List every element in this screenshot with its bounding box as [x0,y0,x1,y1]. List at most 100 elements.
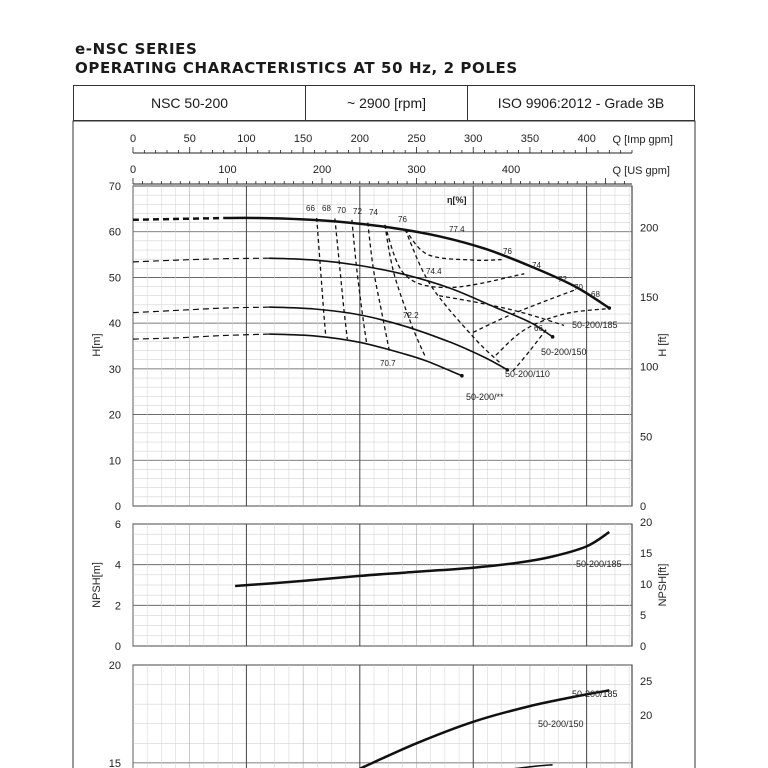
us-gpm-tick-label: 300 [407,164,425,176]
head-curve-label: 50-200/150 [541,347,587,357]
head-ft-tick-label: 150 [640,292,658,304]
npsh-ft-tick-label: 5 [640,610,646,622]
lower-ft-tick-label: 20 [640,710,652,722]
head-curve-0-dashed [132,216,224,222]
us-gpm-axis-label: Q [US gpm] [613,165,670,177]
imp-gpm-tick-label: 150 [294,133,312,145]
efficiency-curve-label: 68 [591,290,600,299]
npsh-ft-tick-label: 15 [640,548,652,560]
npsh-curve [235,531,610,588]
us-gpm-tick-label: 100 [218,164,236,176]
us-gpm-tick-label: 0 [130,164,136,176]
head-tick-label: 50 [109,272,121,284]
head-ft-tick-label: 100 [640,362,658,374]
npsh-ft-tick-label: 20 [640,517,652,529]
head-curve-end-point [460,373,464,378]
imp-gpm-tick-label: 50 [184,133,196,145]
npsh-axis-label: NPSH[m] [91,562,103,608]
head-curve-end-point [550,335,555,339]
imp-gpm-tick-label: 100 [237,133,255,145]
head-ft-tick-label: 200 [640,222,658,234]
head-curve-label: 50-200/** [466,392,504,402]
bep-efficiency-label: 74.4 [426,267,442,276]
head-curve-label: 50-200/110 [505,369,550,379]
head-curve-0 [223,216,610,310]
lower-curve [513,764,553,768]
efficiency-curve [351,219,368,344]
head-axis-label: H[m] [91,333,103,356]
head-frame [132,185,633,507]
efficiency-curve-label: 66 [534,324,543,333]
efficiency-curve [384,224,525,289]
efficiency-curve-label: 66 [306,204,315,213]
npsh-tick-label: 0 [115,641,121,653]
efficiency-curve-label: 72 [558,275,567,284]
efficiency-curve-label: 74 [369,208,378,217]
npsh-ft-tick-label: 10 [640,579,652,591]
npsh-ft-axis-label: NPSH[ft] [657,564,669,607]
lower-curve-label: 50-200/185 [572,689,618,699]
head-tick-label: 0 [115,501,121,513]
imp-gpm-tick-label: 300 [464,133,482,145]
lower-frame [132,664,633,768]
head-ft-axis-label: H [ft] [657,333,669,356]
chart-subtitle: OPERATING CHARACTERISTICS AT 50 Hz, 2 PO… [75,59,518,77]
npsh-tick-label: 6 [115,519,121,531]
head-tick-label: 60 [109,227,121,239]
efficiency-curve [472,289,576,333]
efficiency-curve [439,295,565,327]
head-tick-label: 10 [109,455,121,467]
head-curve-1 [269,257,554,338]
head-curve-2-dashed [132,306,270,314]
efficiency-curve [367,222,390,351]
head-ft-tick-label: 50 [640,431,652,443]
head-curve-label: 50-200/185 [572,320,618,330]
head-curve-end-point [607,306,612,310]
efficiency-curve-label: 72 [353,207,362,216]
efficiency-axis-label: η[%] [447,195,467,205]
lower-curve-label: 50-200/150 [538,719,584,729]
head-tick-label: 40 [109,318,121,330]
npsh-curve-label: 50-200/185 [576,559,622,569]
head-curve-1-dashed [132,257,270,263]
efficiency-curve [404,228,502,262]
lower-tick-label: 20 [109,660,121,672]
npsh-tick-label: 4 [115,560,121,572]
efficiency-curve-label: 70 [337,206,346,215]
efficiency-curve [495,307,610,356]
efficiency-curve-label: 76 [503,247,512,256]
efficiency-curve [384,224,427,358]
bep-efficiency-label: 70.7 [380,359,396,368]
imp-gpm-tick-label: 400 [577,133,595,145]
efficiency-curve-label: 74 [532,261,541,270]
bep-efficiency-label: 77.4 [449,225,465,234]
us-gpm-tick-label: 200 [313,164,331,176]
imp-gpm-tick-label: 250 [407,133,425,145]
model-cell: NSC 50-200 [74,86,306,120]
head-curve-3 [269,333,463,377]
bep-efficiency-label: 72.2 [403,311,419,320]
head-ft-tick-label: 0 [640,501,646,513]
imp-gpm-tick-label: 0 [130,133,136,145]
head-tick-label: 20 [109,410,121,422]
lower-tick-label: 15 [109,758,121,768]
us-gpm-tick-label: 400 [502,164,520,176]
efficiency-curve-label: 76 [398,215,407,224]
imp-gpm-tick-label: 200 [351,133,369,145]
series-title: e-NSC SERIES [75,40,198,58]
efficiency-curve-label: 68 [322,204,331,213]
efficiency-curve [316,217,327,337]
head-curve-2 [269,306,508,371]
head-curve-3-dashed [132,333,270,340]
npsh-ft-tick-label: 0 [640,641,646,653]
imp-gpm-axis-label: Q [Imp gpm] [612,134,673,146]
standard-cell: ISO 9906:2012 - Grade 3B [497,95,665,111]
head-tick-label: 30 [109,364,121,376]
imp-gpm-tick-label: 350 [521,133,539,145]
head-tick-label: 70 [109,181,121,193]
efficiency-curve-label: 70 [574,283,583,292]
lower-ft-tick-label: 25 [640,676,652,688]
npsh-tick-label: 2 [115,600,121,612]
speed-cell: ~ 2900 [rpm] [306,86,468,120]
